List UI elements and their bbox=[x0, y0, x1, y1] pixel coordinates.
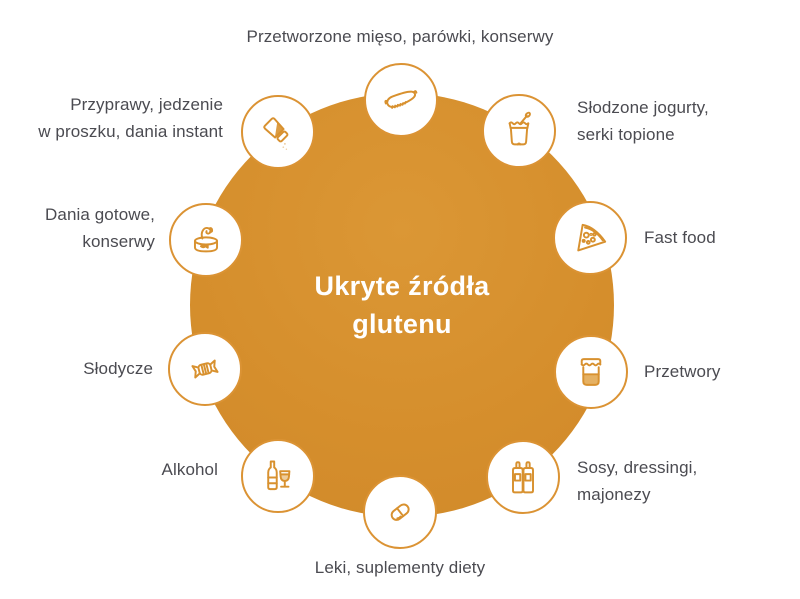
candy-icon bbox=[191, 359, 219, 379]
node-fast-food bbox=[553, 201, 627, 275]
node-preserves bbox=[554, 335, 628, 409]
spice-shaker-icon bbox=[263, 117, 289, 150]
node-sweet-yogurts bbox=[482, 94, 556, 168]
node-spices bbox=[241, 95, 315, 169]
label-sweets: Słodycze bbox=[83, 359, 153, 378]
diagram-title: Ukryte źródła glutenu bbox=[314, 271, 490, 339]
label-processed-meat: Przetworzone mięso, parówki, konserwy bbox=[246, 27, 554, 46]
node-ready-meals bbox=[169, 203, 243, 277]
label-sweet-yogurts: Słodzone jogurty, serki topione bbox=[577, 98, 709, 144]
tin-can-icon bbox=[193, 227, 219, 253]
jam-jar-icon bbox=[580, 358, 602, 386]
sausage-icon bbox=[384, 90, 418, 109]
node-alcohol bbox=[241, 439, 315, 513]
yogurt-cup-icon bbox=[508, 111, 531, 146]
pill-capsule-icon bbox=[390, 503, 410, 521]
label-preserves: Przetwory bbox=[644, 362, 721, 381]
label-sauces: Sosy, dressingi, majonezy bbox=[577, 458, 698, 504]
wine-bottle-glass-icon bbox=[267, 460, 291, 491]
label-fast-food: Fast food bbox=[644, 228, 716, 247]
label-ready-meals: Dania gotowe, konserwy bbox=[45, 205, 155, 251]
label-spices: Przyprawy, jedzenie w proszku, dania ins… bbox=[38, 95, 223, 141]
pizza-slice-icon bbox=[577, 223, 607, 252]
label-medicines: Leki, suplementy diety bbox=[314, 558, 486, 577]
sauce-bottles-icon bbox=[512, 461, 534, 494]
label-alcohol: Alkohol bbox=[161, 460, 218, 479]
node-medicines bbox=[363, 475, 437, 549]
node-sauces bbox=[486, 440, 560, 514]
node-sweets bbox=[168, 332, 242, 406]
node-processed-meat bbox=[364, 63, 438, 137]
